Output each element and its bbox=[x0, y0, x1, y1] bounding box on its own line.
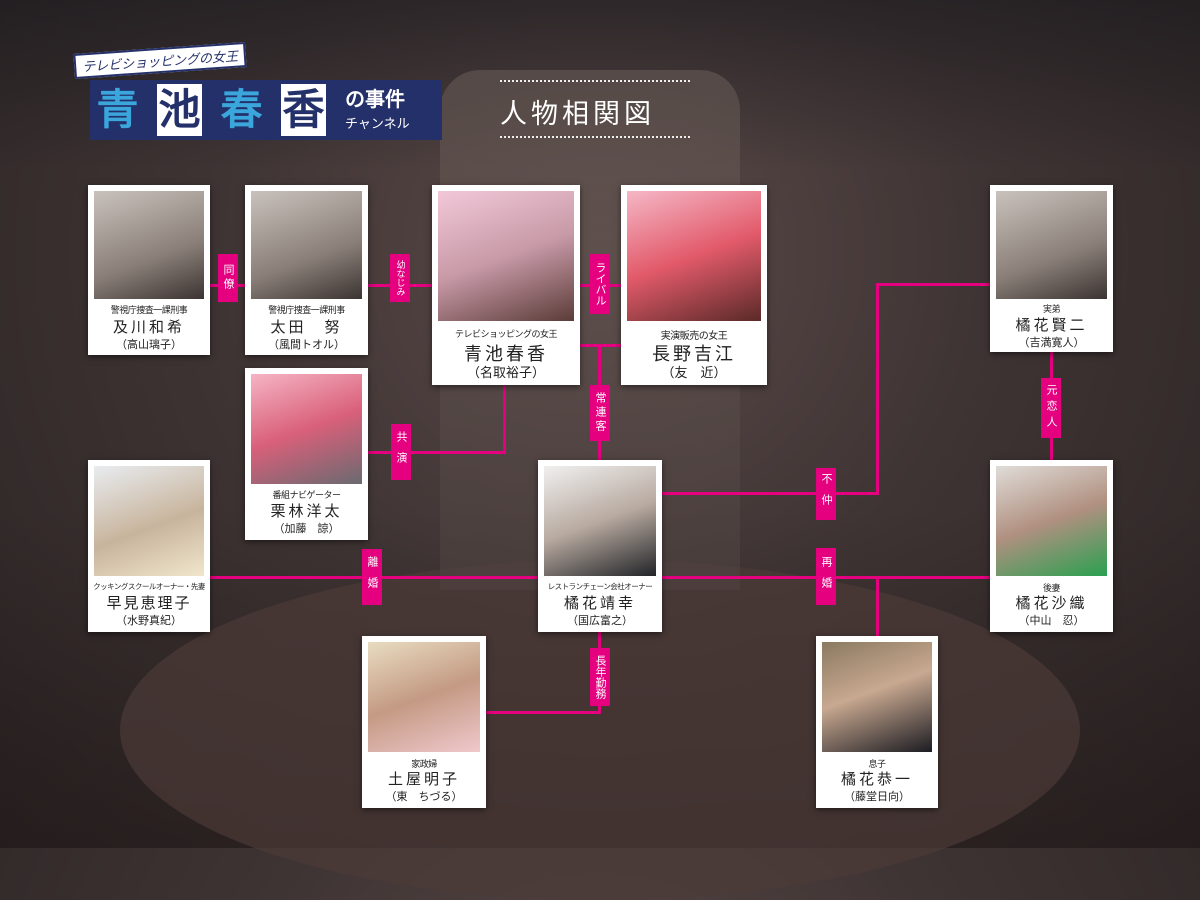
portrait-photo bbox=[94, 191, 204, 299]
character-name: 長野吉江 bbox=[652, 344, 736, 365]
connector bbox=[662, 492, 879, 495]
divider bbox=[500, 136, 690, 138]
character-role: 警視庁捜査一課刑事 bbox=[110, 306, 188, 316]
relation-label: 再婚 bbox=[816, 548, 836, 605]
character-role: 後妻 bbox=[1042, 584, 1061, 594]
portrait-photo bbox=[544, 466, 656, 576]
relation-label: ライバル bbox=[590, 254, 610, 314]
character-name: 橘花賢二 bbox=[1015, 316, 1088, 334]
actor-name: （加藤 諒） bbox=[273, 522, 340, 535]
character-name: 橘花恭一 bbox=[840, 770, 913, 788]
character-card-oikawa[interactable]: 警視庁捜査一課刑事 及川和希 （高山璃子） bbox=[88, 185, 210, 355]
character-name: 橘花沙織 bbox=[1015, 594, 1088, 612]
character-card-yasuyuki[interactable]: レストランチェーン会社オーナー 橘花靖幸 （国広富之） bbox=[538, 460, 662, 632]
character-role: 警視庁捜査一課刑事 bbox=[268, 306, 345, 316]
character-role: 家政婦 bbox=[411, 760, 437, 770]
character-role: 息子 bbox=[868, 760, 886, 770]
character-name: 土屋明子 bbox=[387, 770, 460, 788]
relation-label: 不仲 bbox=[816, 468, 836, 520]
logo bbox=[90, 80, 442, 140]
portrait-photo bbox=[627, 191, 761, 321]
character-card-aoike[interactable]: テレビショッピングの女王 青池春香 （名取裕子） bbox=[432, 185, 580, 385]
character-name: 橘花靖幸 bbox=[563, 594, 636, 612]
character-name: 青池春香 bbox=[464, 344, 548, 365]
character-card-nagano[interactable]: 実演販売の女王 長野吉江 （友 近） bbox=[621, 185, 767, 385]
relation-label: 元恋人 bbox=[1041, 378, 1061, 438]
character-role: クッキングスクールオーナー・先妻 bbox=[93, 582, 205, 591]
character-role: 番組ナビゲーター bbox=[272, 491, 341, 501]
logo-tail2: チャンネル bbox=[345, 117, 410, 132]
portrait-photo bbox=[996, 191, 1107, 299]
connector bbox=[876, 576, 879, 636]
character-card-hayami[interactable]: クッキングスクールオーナー・先妻 早見恵理子 （水野真紀） bbox=[88, 460, 210, 632]
portrait-photo bbox=[822, 642, 932, 752]
actor-name: （水野真紀） bbox=[116, 614, 182, 627]
logo-char: 香 bbox=[281, 84, 326, 136]
character-card-saori[interactable]: 後妻 橘花沙織 （中山 忍） bbox=[990, 460, 1113, 632]
relation-label: 共演 bbox=[391, 424, 411, 480]
actor-name: （高山璃子） bbox=[116, 338, 182, 351]
portrait-photo bbox=[251, 191, 362, 299]
divider bbox=[500, 80, 690, 82]
relation-label: 長年勤務 bbox=[590, 648, 610, 706]
character-card-kuribayashi[interactable]: 番組ナビゲーター 栗林洋太 （加藤 諒） bbox=[245, 368, 368, 540]
logo-char: 青 bbox=[96, 85, 139, 134]
connector bbox=[876, 283, 879, 495]
character-card-kenji[interactable]: 実弟 橘花賢二 （吉満寛人） bbox=[990, 185, 1113, 352]
character-role: テレビショッピングの女王 bbox=[454, 330, 558, 340]
character-card-kyoichi[interactable]: 息子 橘花恭一 （藤堂日向） bbox=[816, 636, 938, 808]
character-name: 栗林洋太 bbox=[270, 502, 343, 520]
connector bbox=[486, 711, 601, 714]
portrait-photo bbox=[438, 191, 574, 321]
logo-char: 池 bbox=[157, 84, 202, 136]
character-card-tsuchiya[interactable]: 家政婦 土屋明子 （東 ちづる） bbox=[362, 636, 486, 808]
logo-tail: の事件 bbox=[345, 87, 405, 111]
relation-label: 常連客 bbox=[590, 385, 610, 441]
connector bbox=[876, 283, 990, 286]
character-role: レストランチェーン会社オーナー bbox=[547, 582, 653, 591]
character-role: 実演販売の女王 bbox=[660, 331, 728, 342]
character-name: 早見恵理子 bbox=[106, 594, 192, 612]
page-title: 人物相関図 bbox=[500, 99, 655, 130]
relation-label: 幼なじみ bbox=[390, 254, 410, 302]
actor-name: （国広富之） bbox=[567, 614, 633, 627]
relation-label: 同僚 bbox=[218, 254, 238, 302]
actor-name: （藤堂日向） bbox=[844, 790, 910, 803]
actor-name: （友 近） bbox=[661, 366, 727, 381]
character-card-ota[interactable]: 警視庁捜査一課刑事 太田 努 （風間トオル） bbox=[245, 185, 368, 355]
actor-name: （東 ちづる） bbox=[385, 790, 463, 803]
connector bbox=[368, 451, 506, 454]
actor-name: （吉満寛人） bbox=[1018, 336, 1085, 349]
character-name: 及川和希 bbox=[112, 318, 185, 336]
relation-label: 離婚 bbox=[362, 549, 382, 605]
logo-char: 春 bbox=[220, 85, 263, 134]
portrait-photo bbox=[368, 642, 480, 752]
actor-name: （中山 忍） bbox=[1018, 614, 1085, 627]
character-name: 太田 努 bbox=[270, 318, 343, 336]
connector bbox=[503, 385, 506, 454]
portrait-photo bbox=[94, 466, 204, 576]
actor-name: （名取裕子） bbox=[466, 366, 545, 381]
portrait-photo bbox=[251, 374, 362, 484]
actor-name: （風間トオル） bbox=[268, 338, 345, 351]
portrait-photo bbox=[996, 466, 1107, 576]
character-role: 実弟 bbox=[1042, 305, 1061, 315]
